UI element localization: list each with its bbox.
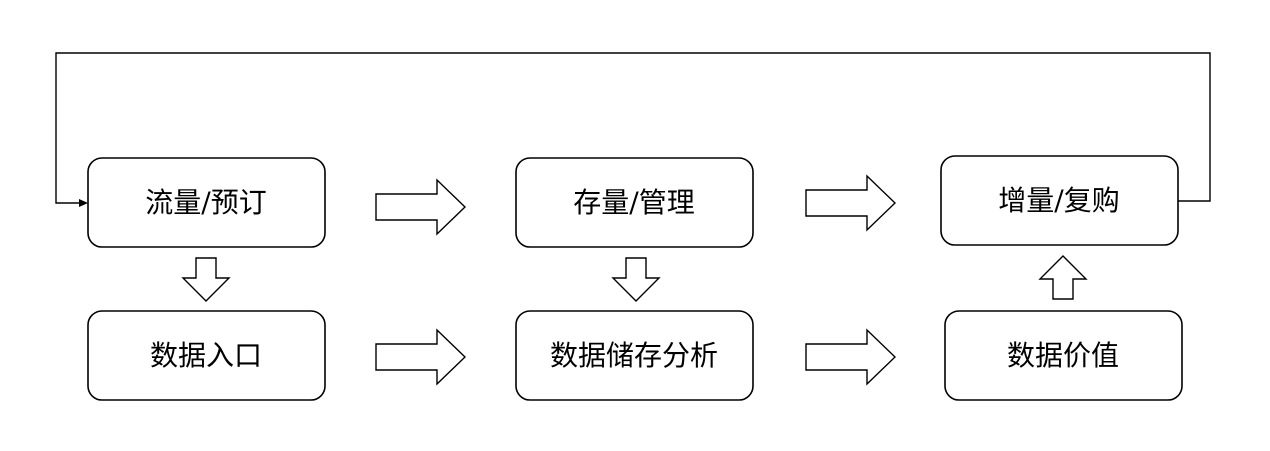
feedback-loop-line (55, 52, 1211, 204)
node-traffic-booking: 流量/预订 (87, 157, 326, 248)
node-data-value-label: 数据价值 (1007, 339, 1119, 372)
node-data-storage-analysis-box (515, 310, 754, 401)
arrow-right-icon (375, 178, 467, 236)
node-data-storage-analysis-label: 数据储存分析 (550, 339, 718, 372)
node-data-value: 数据价值 (944, 310, 1183, 401)
node-data-value-box (944, 310, 1183, 401)
node-data-storage-analysis: 数据储存分析 (515, 310, 754, 401)
arrowhead-icon (79, 199, 88, 207)
node-traffic-booking-box (87, 157, 326, 248)
arrow-up-icon (1038, 255, 1088, 300)
node-stock-management: 存量/管理 (515, 157, 754, 248)
arrow-right-icon (375, 328, 467, 386)
node-data-entry: 数据入口 (87, 310, 326, 401)
arrow-down-icon (611, 257, 661, 302)
node-stock-management-label: 存量/管理 (573, 186, 694, 219)
node-stock-management-box (515, 157, 754, 248)
node-growth-repurchase: 增量/复购 (940, 155, 1179, 246)
node-growth-repurchase-label: 增量/复购 (998, 184, 1119, 217)
node-data-entry-label: 数据入口 (150, 339, 262, 372)
arrow-right-icon (805, 174, 897, 232)
arrow-right-icon (805, 328, 897, 386)
arrow-down-icon (181, 257, 231, 302)
node-traffic-booking-label: 流量/预订 (145, 186, 266, 219)
node-data-entry-box (87, 310, 326, 401)
